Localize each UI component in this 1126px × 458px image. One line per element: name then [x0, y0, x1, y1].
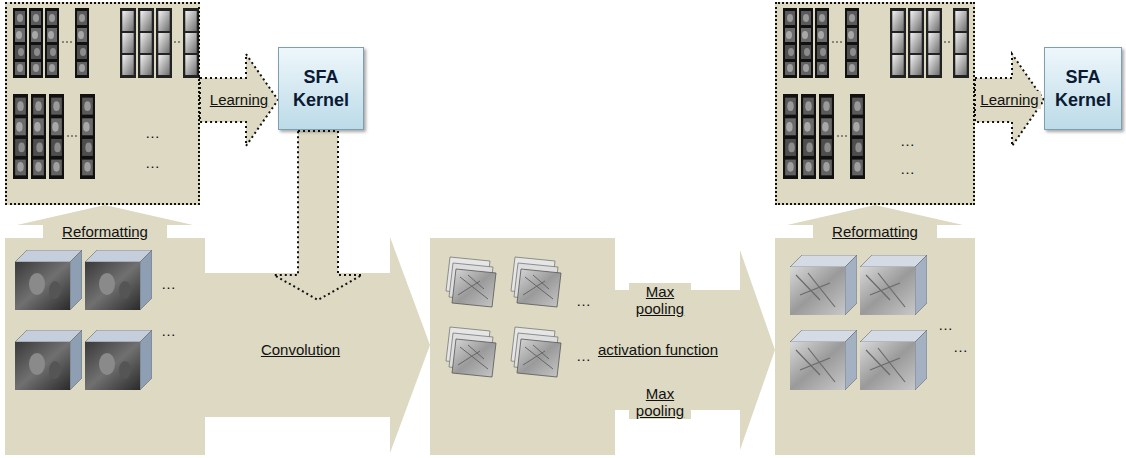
- kernel-arrow: [274, 131, 362, 300]
- kernel-label: SFA Kernel: [1045, 66, 1121, 111]
- block-arrow: [975, 54, 1044, 146]
- step-label: Reformatting: [830, 223, 920, 240]
- ellipsis-mark: …: [900, 160, 915, 177]
- sample-box: ……: [5, 2, 200, 205]
- ellipsis-mark: …: [576, 292, 591, 309]
- step-label: Max pooling: [629, 283, 691, 318]
- step-label: activation function: [596, 341, 720, 358]
- sample-box: ……: [775, 2, 975, 205]
- ellipsis-mark: …: [161, 275, 176, 292]
- video-panel: ……: [5, 238, 205, 455]
- ellipsis-mark: …: [145, 154, 160, 171]
- step-label: Convolution: [259, 341, 342, 358]
- ellipsis-mark: …: [953, 338, 968, 355]
- ellipsis-mark: …: [900, 132, 915, 149]
- pooled-panel: ……: [775, 238, 975, 455]
- ellipsis-mark: …: [145, 124, 160, 141]
- feature-panel: ……: [430, 238, 615, 455]
- kernel-box: SFA Kernel: [278, 47, 364, 130]
- step-label: Learning: [978, 91, 1040, 108]
- kernel-box: SFA Kernel: [1044, 47, 1122, 130]
- step-label: Max pooling: [629, 385, 691, 420]
- step-label: Learning: [208, 91, 270, 108]
- step-label: Reformatting: [60, 223, 150, 240]
- ellipsis-mark: …: [576, 347, 591, 364]
- block-arrow: [200, 54, 278, 146]
- ellipsis-mark: …: [938, 316, 953, 333]
- ellipsis-mark: …: [161, 322, 176, 339]
- kernel-label: SFA Kernel: [279, 66, 363, 111]
